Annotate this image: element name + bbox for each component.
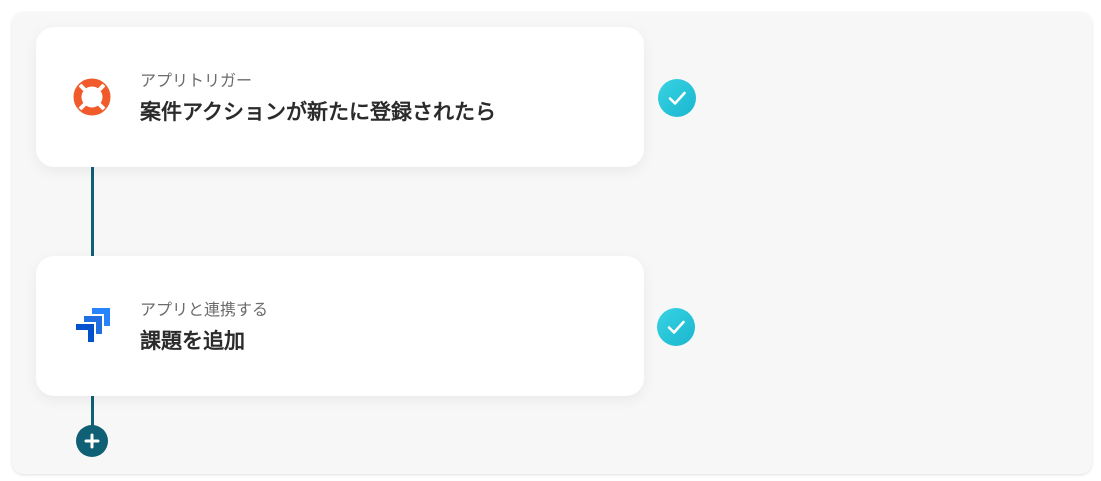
step-title: 課題を追加 bbox=[140, 329, 245, 353]
flow-step-action-card[interactable]: アプリと連携する 課題を追加 bbox=[36, 256, 644, 396]
step-title: 案件アクションが新たに登録されたら bbox=[140, 100, 496, 124]
jira-app-icon bbox=[72, 306, 112, 346]
check-icon bbox=[668, 91, 686, 105]
workflow-canvas: アプリトリガー 案件アクションが新たに登録されたら アプリと連携する 課題を追加 bbox=[12, 12, 1092, 474]
step-completed-status-icon bbox=[658, 79, 696, 117]
lifebuoy-app-icon bbox=[72, 77, 112, 117]
add-step-button[interactable] bbox=[76, 425, 108, 457]
step-type-label: アプリトリガー bbox=[140, 71, 253, 90]
flow-step-trigger-card[interactable]: アプリトリガー 案件アクションが新たに登録されたら bbox=[36, 27, 644, 167]
flow-connector-line bbox=[91, 167, 94, 257]
plus-icon bbox=[84, 433, 100, 449]
flow-connector-line bbox=[91, 395, 94, 427]
step-type-label: アプリと連携する bbox=[140, 300, 269, 319]
check-icon bbox=[667, 320, 685, 334]
step-completed-status-icon bbox=[657, 308, 695, 346]
